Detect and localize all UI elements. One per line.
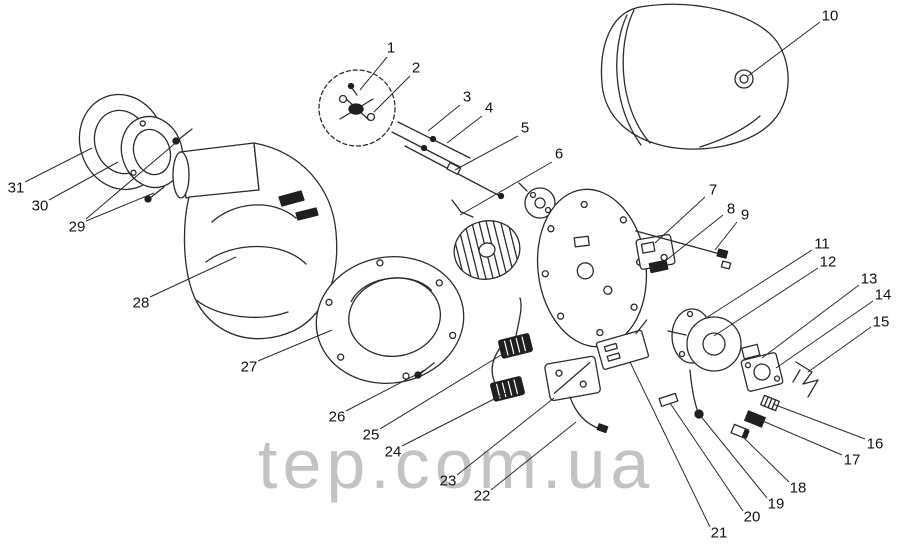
callout-label-25: 25: [363, 427, 380, 444]
leader-line-26: [345, 369, 426, 412]
callout-label-23: 23: [440, 473, 457, 490]
callout-label-27: 27: [241, 359, 258, 376]
leader-line-4: [446, 115, 483, 144]
mounting-screws-part: [144, 128, 193, 203]
callout-label-5: 5: [521, 120, 529, 137]
burner-cover-part: [600, 3, 789, 150]
callout-label-4: 4: [485, 100, 493, 117]
callout-label-6: 6: [555, 146, 563, 163]
callout-label-19: 19: [768, 496, 785, 513]
callout-label-13: 13: [861, 271, 878, 288]
callout-label-18: 18: [790, 480, 807, 497]
electrode-rods-part: [391, 121, 505, 218]
photocell-cable-part: [658, 369, 704, 419]
flange-ring-inner-part: [120, 115, 184, 189]
callout-label-30: 30: [32, 198, 49, 215]
callout-label-24: 24: [385, 444, 402, 461]
motor-part: [667, 308, 742, 372]
connector-8-part: [648, 259, 669, 274]
callout-label-17: 17: [844, 452, 861, 469]
screw-26-part: [414, 362, 435, 379]
drawing-layer: [78, 3, 819, 439]
callout-label-10: 10: [822, 8, 839, 25]
leader-line-29: [85, 192, 155, 222]
terminal-block-lower-part: [490, 376, 525, 402]
leader-line-2: [373, 75, 411, 113]
leader-line-14: [775, 300, 874, 369]
leader-line-5: [454, 135, 519, 171]
pump-valve-part: [740, 343, 784, 392]
nozzle-assembly-part: [318, 69, 396, 147]
leader-line-6: [459, 161, 553, 216]
leader-line-12: [713, 267, 819, 337]
terminal-block-upper-part: [498, 333, 533, 359]
leader-line-15: [807, 326, 872, 373]
leader-line-13: [761, 284, 860, 359]
leader-line-30: [48, 161, 119, 201]
clip-15-part: [792, 361, 819, 398]
leader-line-20: [669, 402, 744, 512]
leader-line-19: [698, 413, 768, 499]
leader-line-1: [359, 56, 388, 91]
callout-label-9: 9: [741, 207, 749, 224]
leader-line-10: [747, 21, 821, 77]
leader-line-7: [654, 196, 706, 244]
leader-line-16: [772, 403, 866, 440]
callout-label-28: 28: [133, 295, 150, 312]
leader-line-8: [663, 214, 724, 263]
leader-line-25: [379, 351, 507, 430]
leader-line-22: [490, 421, 577, 491]
sensor-rod-part: [635, 230, 732, 270]
callout-label-14: 14: [875, 287, 892, 304]
leader-line-27: [257, 329, 333, 362]
leader-line-21: [629, 361, 711, 528]
ignition-transformer-part: [544, 355, 601, 402]
callout-label-8: 8: [727, 201, 735, 218]
callout-label-20: 20: [744, 509, 761, 526]
watermark: tep.com.ua: [258, 425, 655, 503]
callout-label-12: 12: [820, 254, 837, 271]
wiring-part: [491, 297, 609, 434]
leader-line-28: [149, 256, 237, 298]
gasket-plate-part: [315, 255, 465, 385]
leader-line-24: [401, 392, 507, 447]
leader-line-11: [705, 249, 813, 319]
air-damper-part: [595, 319, 650, 370]
leader-line-31: [24, 147, 93, 183]
callout-label-7: 7: [709, 182, 717, 199]
callout-label-11: 11: [814, 236, 830, 253]
leader-line-3: [427, 104, 461, 132]
leader-line-17: [757, 418, 843, 456]
small-connectors-part: [730, 394, 780, 439]
callout-label-21: 21: [711, 525, 728, 542]
callout-label-22: 22: [474, 488, 491, 505]
callout-label-15: 15: [873, 314, 890, 331]
callout-label-16: 16: [867, 436, 884, 453]
callout-label-1: 1: [387, 40, 395, 57]
leader-line-18: [741, 435, 790, 483]
leader-line-23: [456, 397, 555, 476]
callout-label-31: 31: [8, 180, 25, 197]
callout-label-3: 3: [463, 89, 471, 106]
extra-leader-line-0: [85, 139, 180, 220]
leader-line-9: [714, 221, 738, 251]
callout-label-26: 26: [329, 409, 346, 426]
callout-label-2: 2: [412, 60, 420, 77]
burner-housing-part: [172, 142, 338, 340]
fan-wheel-part: [450, 213, 522, 287]
coupling-flange-part: [518, 182, 556, 219]
callout-label-29: 29: [69, 219, 86, 236]
